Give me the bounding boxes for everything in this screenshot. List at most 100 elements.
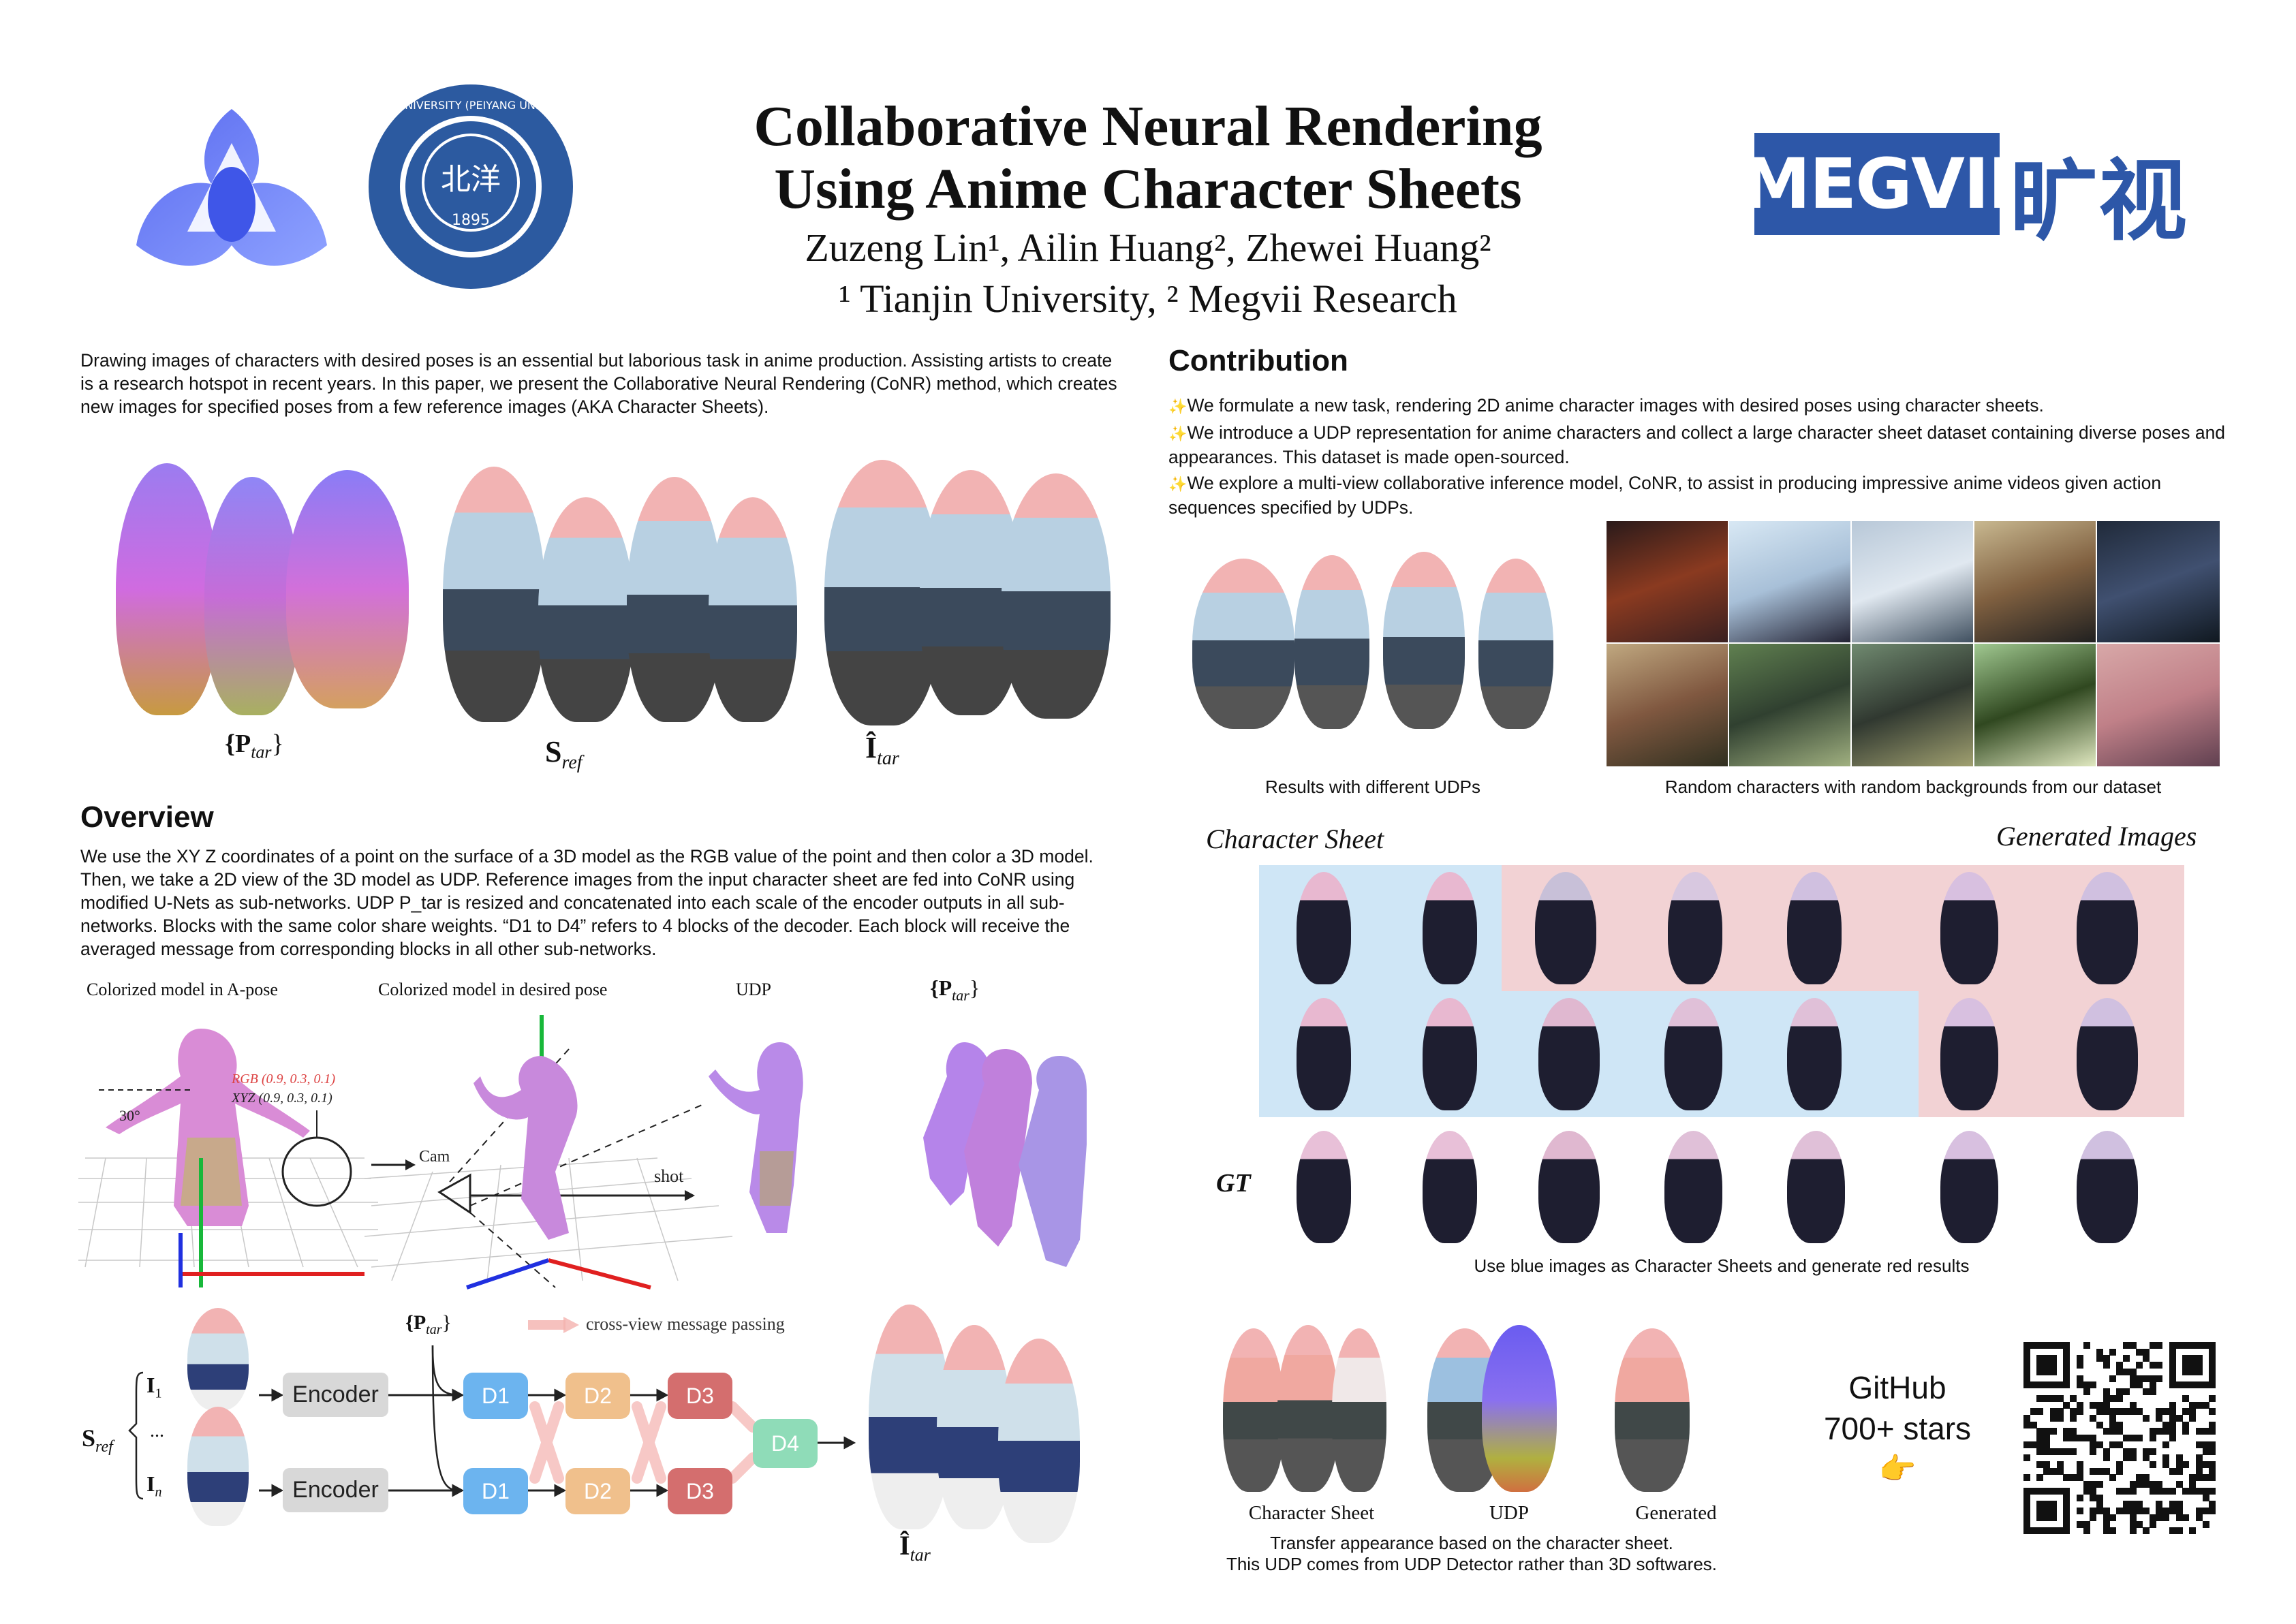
qr-module (2149, 1448, 2156, 1455)
qr-module (2169, 1348, 2176, 1356)
qr-module (2023, 1520, 2030, 1528)
qr-module (2149, 1342, 2156, 1349)
caption-udp-results: Results with different UDPs (1265, 777, 1480, 797)
label-itar: Îtar (865, 731, 899, 769)
qr-module (2049, 1448, 2057, 1455)
qr-module (2096, 1348, 2103, 1356)
qr-module (2023, 1501, 2030, 1508)
qr-module (2043, 1461, 2051, 1469)
qr-module (2136, 1474, 2143, 1482)
qr-module (2189, 1342, 2197, 1349)
qr-module (2070, 1435, 2077, 1442)
qr-module (2189, 1487, 2197, 1495)
qr-module (2202, 1487, 2209, 1495)
qr-module (2023, 1362, 2030, 1369)
udp-result-character (1192, 559, 1294, 729)
qr-module (2096, 1494, 2103, 1501)
qr-module (2036, 1474, 2044, 1482)
qr-module (2103, 1408, 2110, 1416)
qr-module (2202, 1448, 2209, 1455)
qr-module (2209, 1508, 2216, 1515)
qr-code[interactable] (2023, 1342, 2216, 1535)
qr-module (2049, 1362, 2057, 1369)
qr-module (2030, 1342, 2037, 1349)
qr-module (2195, 1514, 2203, 1521)
qr-module (2116, 1394, 2124, 1402)
qr-module (2169, 1375, 2176, 1382)
qr-module (2202, 1508, 2209, 1515)
teaser-reference-character (538, 497, 634, 722)
qr-module (2063, 1375, 2070, 1382)
qr-module (2143, 1527, 2150, 1535)
qr-module (2056, 1487, 2064, 1495)
qr-module (2103, 1362, 2110, 1369)
qr-module (2036, 1514, 2044, 1521)
label-character-sheet: Character Sheet (1206, 824, 1384, 854)
qr-module (2043, 1368, 2051, 1375)
qr-module (2156, 1408, 2163, 1416)
qr-module (2043, 1527, 2051, 1535)
overview-heading: Overview (80, 800, 214, 834)
qr-module (2143, 1481, 2150, 1488)
university-logo-icon (136, 109, 327, 266)
qr-module (2096, 1501, 2103, 1508)
qr-module (2182, 1368, 2190, 1375)
gt-character (1787, 1131, 1845, 1243)
qr-module (2109, 1375, 2117, 1382)
caption-results: Use blue images as Character Sheets and … (1474, 1255, 1970, 1276)
sparkle-icon: ✨ (1168, 398, 1188, 415)
result-character (1940, 872, 1998, 984)
qr-module (2103, 1355, 2110, 1362)
qr-module (2023, 1454, 2030, 1462)
qr-module (2083, 1388, 2090, 1396)
qr-module (2189, 1414, 2197, 1422)
label-ptar-fig: {Ptar} (930, 975, 980, 1004)
qr-module (2023, 1441, 2030, 1448)
qr-module (2182, 1381, 2190, 1389)
pointing-hand-icon: 👉 (1878, 1452, 1917, 1486)
qr-module (2076, 1520, 2083, 1528)
qr-module (2122, 1487, 2130, 1495)
qr-module (2076, 1461, 2083, 1469)
qr-module (2143, 1348, 2150, 1356)
qr-module (2116, 1421, 2124, 1428)
qr-module (2129, 1375, 2137, 1382)
qr-grid (2023, 1342, 2216, 1535)
qr-module (2063, 1381, 2070, 1389)
qr-module (2129, 1368, 2137, 1375)
qr-module (2043, 1441, 2051, 1448)
qr-module (2109, 1514, 2117, 1521)
dataset-grid (1607, 521, 2220, 766)
qr-module (2129, 1520, 2137, 1528)
qr-module (2063, 1520, 2070, 1528)
qr-module (2136, 1362, 2143, 1369)
label-gt: GT (1216, 1169, 1251, 1198)
qr-module (2109, 1408, 2117, 1416)
qr-module (2169, 1342, 2176, 1349)
qr-module (2136, 1375, 2143, 1382)
qr-module (2143, 1454, 2150, 1462)
result-character (2077, 872, 2138, 984)
teaser-reference-character (709, 497, 797, 722)
qr-module (2076, 1381, 2083, 1389)
qr-module (2103, 1508, 2110, 1515)
qr-module (2043, 1428, 2051, 1435)
output-character (998, 1339, 1080, 1543)
qr-module (2030, 1381, 2037, 1389)
teaser-figure: {Ptar} Sref Îtar (89, 450, 1124, 777)
decoder-d1-top: D1 (463, 1373, 528, 1419)
qr-module (2109, 1474, 2117, 1482)
tianjin-university-seal-icon: 北洋 1895 TIANJIN UNIVERSITY (PEIYANG UNIV… (364, 84, 577, 289)
udp-result-character (1478, 559, 1553, 729)
qr-module (2209, 1501, 2216, 1508)
qr-module (2195, 1461, 2203, 1469)
label-ptar: {Ptar} (225, 730, 284, 762)
qr-module (2143, 1474, 2150, 1482)
qr-module (2202, 1381, 2209, 1389)
qr-module (2030, 1527, 2037, 1535)
qr-module (2209, 1348, 2216, 1356)
github-badge[interactable]: GitHub 700+ stars 👉 (1816, 1369, 1979, 1486)
qr-module (2169, 1381, 2176, 1389)
result-character (1297, 998, 1351, 1110)
qr-module (2056, 1414, 2064, 1422)
